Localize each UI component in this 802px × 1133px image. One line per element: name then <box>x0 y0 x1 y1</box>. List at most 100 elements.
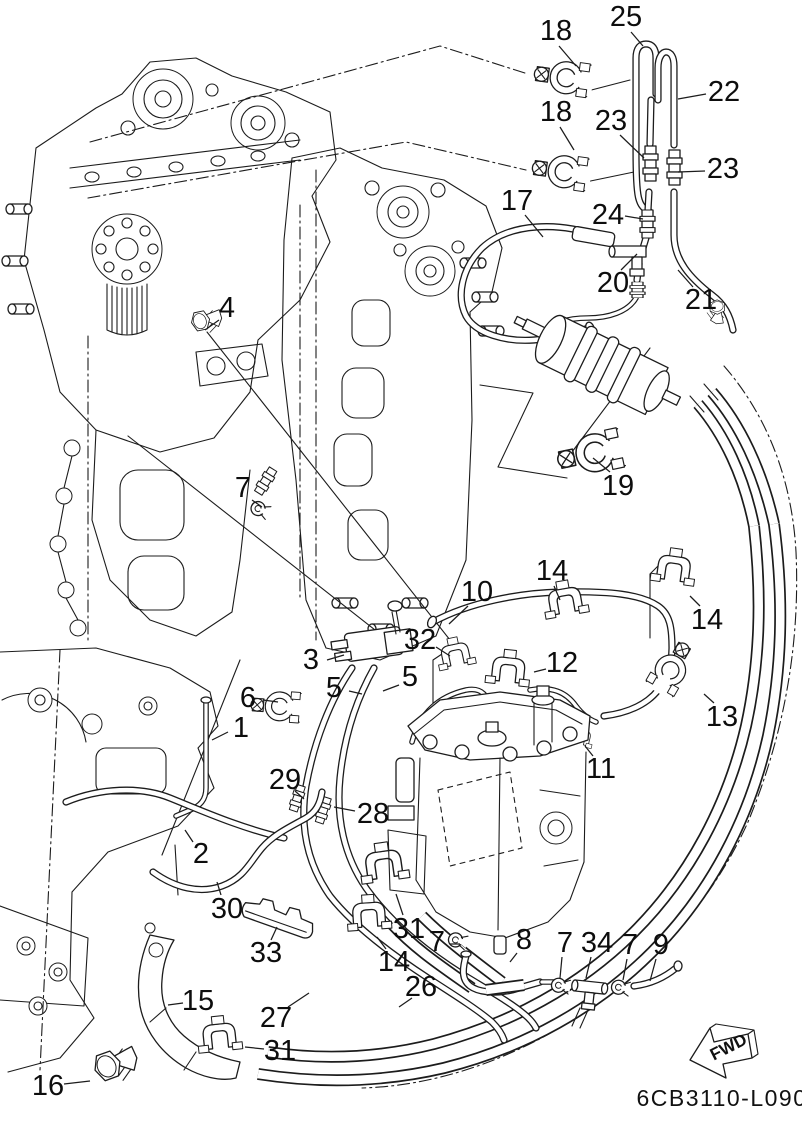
leader-line-7 <box>251 499 263 508</box>
engine-stud <box>5 203 33 215</box>
leader-line-32 <box>435 646 451 657</box>
fuel-pipe-fitting <box>330 626 414 663</box>
fuel-pipe-joint <box>666 149 683 186</box>
engine-stud <box>7 303 35 315</box>
callout-10: 10 <box>461 576 493 608</box>
callout-13: 13 <box>706 701 738 733</box>
flange-bolts <box>422 726 578 762</box>
hose-clip <box>484 646 534 688</box>
leader-line-14 <box>376 936 387 950</box>
leader-line-21 <box>677 269 694 288</box>
hose-clip <box>344 892 393 932</box>
callout-14: 14 <box>691 604 723 636</box>
leader-line-34 <box>585 956 592 979</box>
callout-23: 23 <box>595 105 627 137</box>
leader-line-28 <box>333 806 356 812</box>
leader-line-27 <box>287 992 310 1008</box>
diagram-code: 6CB3110-L090 <box>636 1085 802 1111</box>
callout-24: 24 <box>592 199 624 231</box>
leader-line-19 <box>592 457 611 473</box>
hose-barb <box>629 281 646 299</box>
callout-3: 3 <box>303 644 319 676</box>
callout-18: 18 <box>540 96 572 128</box>
callout-14: 14 <box>378 946 410 978</box>
leader-line-9 <box>649 958 657 982</box>
leader-line-17 <box>524 214 544 238</box>
callout-32: 32 <box>404 624 436 656</box>
leader-line-25 <box>630 31 644 47</box>
callout-19: 19 <box>602 470 634 502</box>
callout-7: 7 <box>622 929 638 961</box>
callout-15: 15 <box>182 985 214 1017</box>
leader-line-3 <box>326 654 345 661</box>
hose-clamp <box>249 688 306 724</box>
hose-rail-bracket <box>241 898 314 939</box>
hose-clip <box>433 633 477 672</box>
callout-26: 26 <box>405 971 437 1003</box>
callout-30: 30 <box>211 893 243 925</box>
fuel-pipe-joint <box>642 145 659 182</box>
callout-14: 14 <box>536 555 568 587</box>
callout-2: 2 <box>193 838 209 870</box>
clamp-bracket <box>137 934 241 1080</box>
bolt <box>87 1034 148 1091</box>
leader-line-29 <box>294 790 305 800</box>
callout-33: 33 <box>250 937 282 969</box>
left-tubes <box>62 688 326 894</box>
construction-lines <box>87 45 659 896</box>
leader-line-1 <box>211 731 229 741</box>
callout-31: 31 <box>264 1035 296 1067</box>
callout-18: 18 <box>540 15 572 47</box>
callout-11: 11 <box>586 753 616 785</box>
fwd-arrow: FWD <box>689 1023 759 1079</box>
hose-clip <box>356 838 411 885</box>
callout-20: 20 <box>597 267 629 299</box>
callout-9: 9 <box>653 929 669 961</box>
main-fuel-hoses <box>257 365 798 1089</box>
callout-28: 28 <box>357 798 389 830</box>
leader-line-11 <box>584 745 594 757</box>
leader-line-12 <box>533 668 547 673</box>
leader-line-7 <box>559 956 563 979</box>
callout-12: 12 <box>546 647 578 679</box>
leader-line-30 <box>216 881 222 896</box>
callout-4: 4 <box>219 292 235 324</box>
leader-line-24 <box>624 215 644 220</box>
vapor-separator-tank <box>387 685 591 955</box>
loop-hose <box>457 223 616 344</box>
callout-16: 16 <box>32 1070 64 1102</box>
leader-line-2 <box>184 829 194 843</box>
engine-block-upper-left <box>1 57 337 641</box>
leader-line-5 <box>348 690 363 695</box>
hose-barb <box>252 465 279 497</box>
leader-line-20 <box>620 253 638 271</box>
leader-line-22 <box>677 93 707 100</box>
callout-21: 21 <box>685 284 717 316</box>
hose-clip <box>649 544 700 587</box>
engine-stud <box>1 255 29 267</box>
callout-22: 22 <box>708 76 740 108</box>
hose-clip <box>194 1013 244 1054</box>
leader-line-31 <box>244 1046 265 1050</box>
leader-line-14 <box>553 585 561 601</box>
hose-clamp <box>529 149 594 193</box>
callout-5: 5 <box>326 672 342 704</box>
leader-line-33 <box>270 926 278 941</box>
leader-line-16 <box>63 1080 91 1085</box>
leader-line-31 <box>395 893 404 916</box>
callout-29: 29 <box>269 764 301 796</box>
callout-7: 7 <box>557 927 573 959</box>
leader-line-14 <box>689 595 701 607</box>
leader-line-5 <box>382 684 400 692</box>
callout-34: 34 <box>581 927 613 959</box>
leader-line-18 <box>558 45 577 67</box>
leader-line-7 <box>622 958 628 981</box>
callout-6: 6 <box>240 682 256 714</box>
callout-5: 5 <box>402 661 418 693</box>
leader-line-8 <box>509 952 518 963</box>
hose-clamp <box>531 55 596 99</box>
leader-line-13 <box>703 693 715 704</box>
